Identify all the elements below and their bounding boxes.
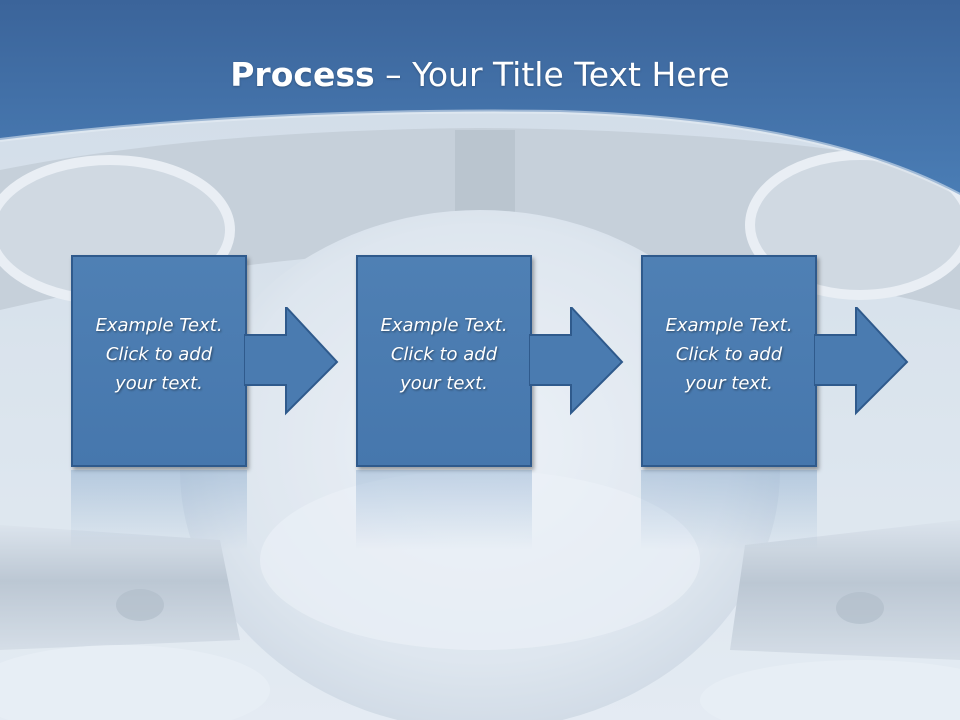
title-bold-text: Process [230, 55, 375, 94]
step-1-reflection [71, 470, 247, 550]
step-line: Example Text. [380, 315, 508, 336]
step-line: Example Text. [665, 315, 793, 336]
step-line: Click to add [390, 344, 498, 365]
title-banner [0, 0, 960, 197]
arrow-right-icon [814, 307, 909, 416]
step-line: Click to add [675, 344, 783, 365]
step-line: Click to add [105, 344, 213, 365]
process-step-text[interactable]: Example Text. Click to add your text. [358, 311, 530, 398]
step-3-reflection [641, 470, 817, 550]
process-step-text[interactable]: Example Text. Click to add your text. [643, 311, 815, 398]
process-step-box[interactable]: Example Text. Click to add your text. [356, 255, 532, 467]
arrow-right-icon [244, 307, 339, 416]
process-step-box[interactable]: Example Text. Click to add your text. [641, 255, 817, 467]
step-line: Example Text. [95, 315, 223, 336]
title-rest-text: – Your Title Text Here [374, 55, 730, 94]
process-step-2[interactable]: Example Text. Click to add your text. [356, 255, 532, 467]
slide-title[interactable]: Process – Your Title Text Here [0, 52, 960, 98]
process-step-text[interactable]: Example Text. Click to add your text. [73, 311, 245, 398]
process-step-3[interactable]: Example Text. Click to add your text. [641, 255, 817, 467]
process-step-1[interactable]: Example Text. Click to add your text. [71, 255, 247, 467]
step-line: your text. [115, 373, 203, 394]
step-line: your text. [400, 373, 488, 394]
step-line: your text. [685, 373, 773, 394]
process-step-box[interactable]: Example Text. Click to add your text. [71, 255, 247, 467]
step-2-reflection [356, 470, 532, 550]
arrow-right-icon [529, 307, 624, 416]
